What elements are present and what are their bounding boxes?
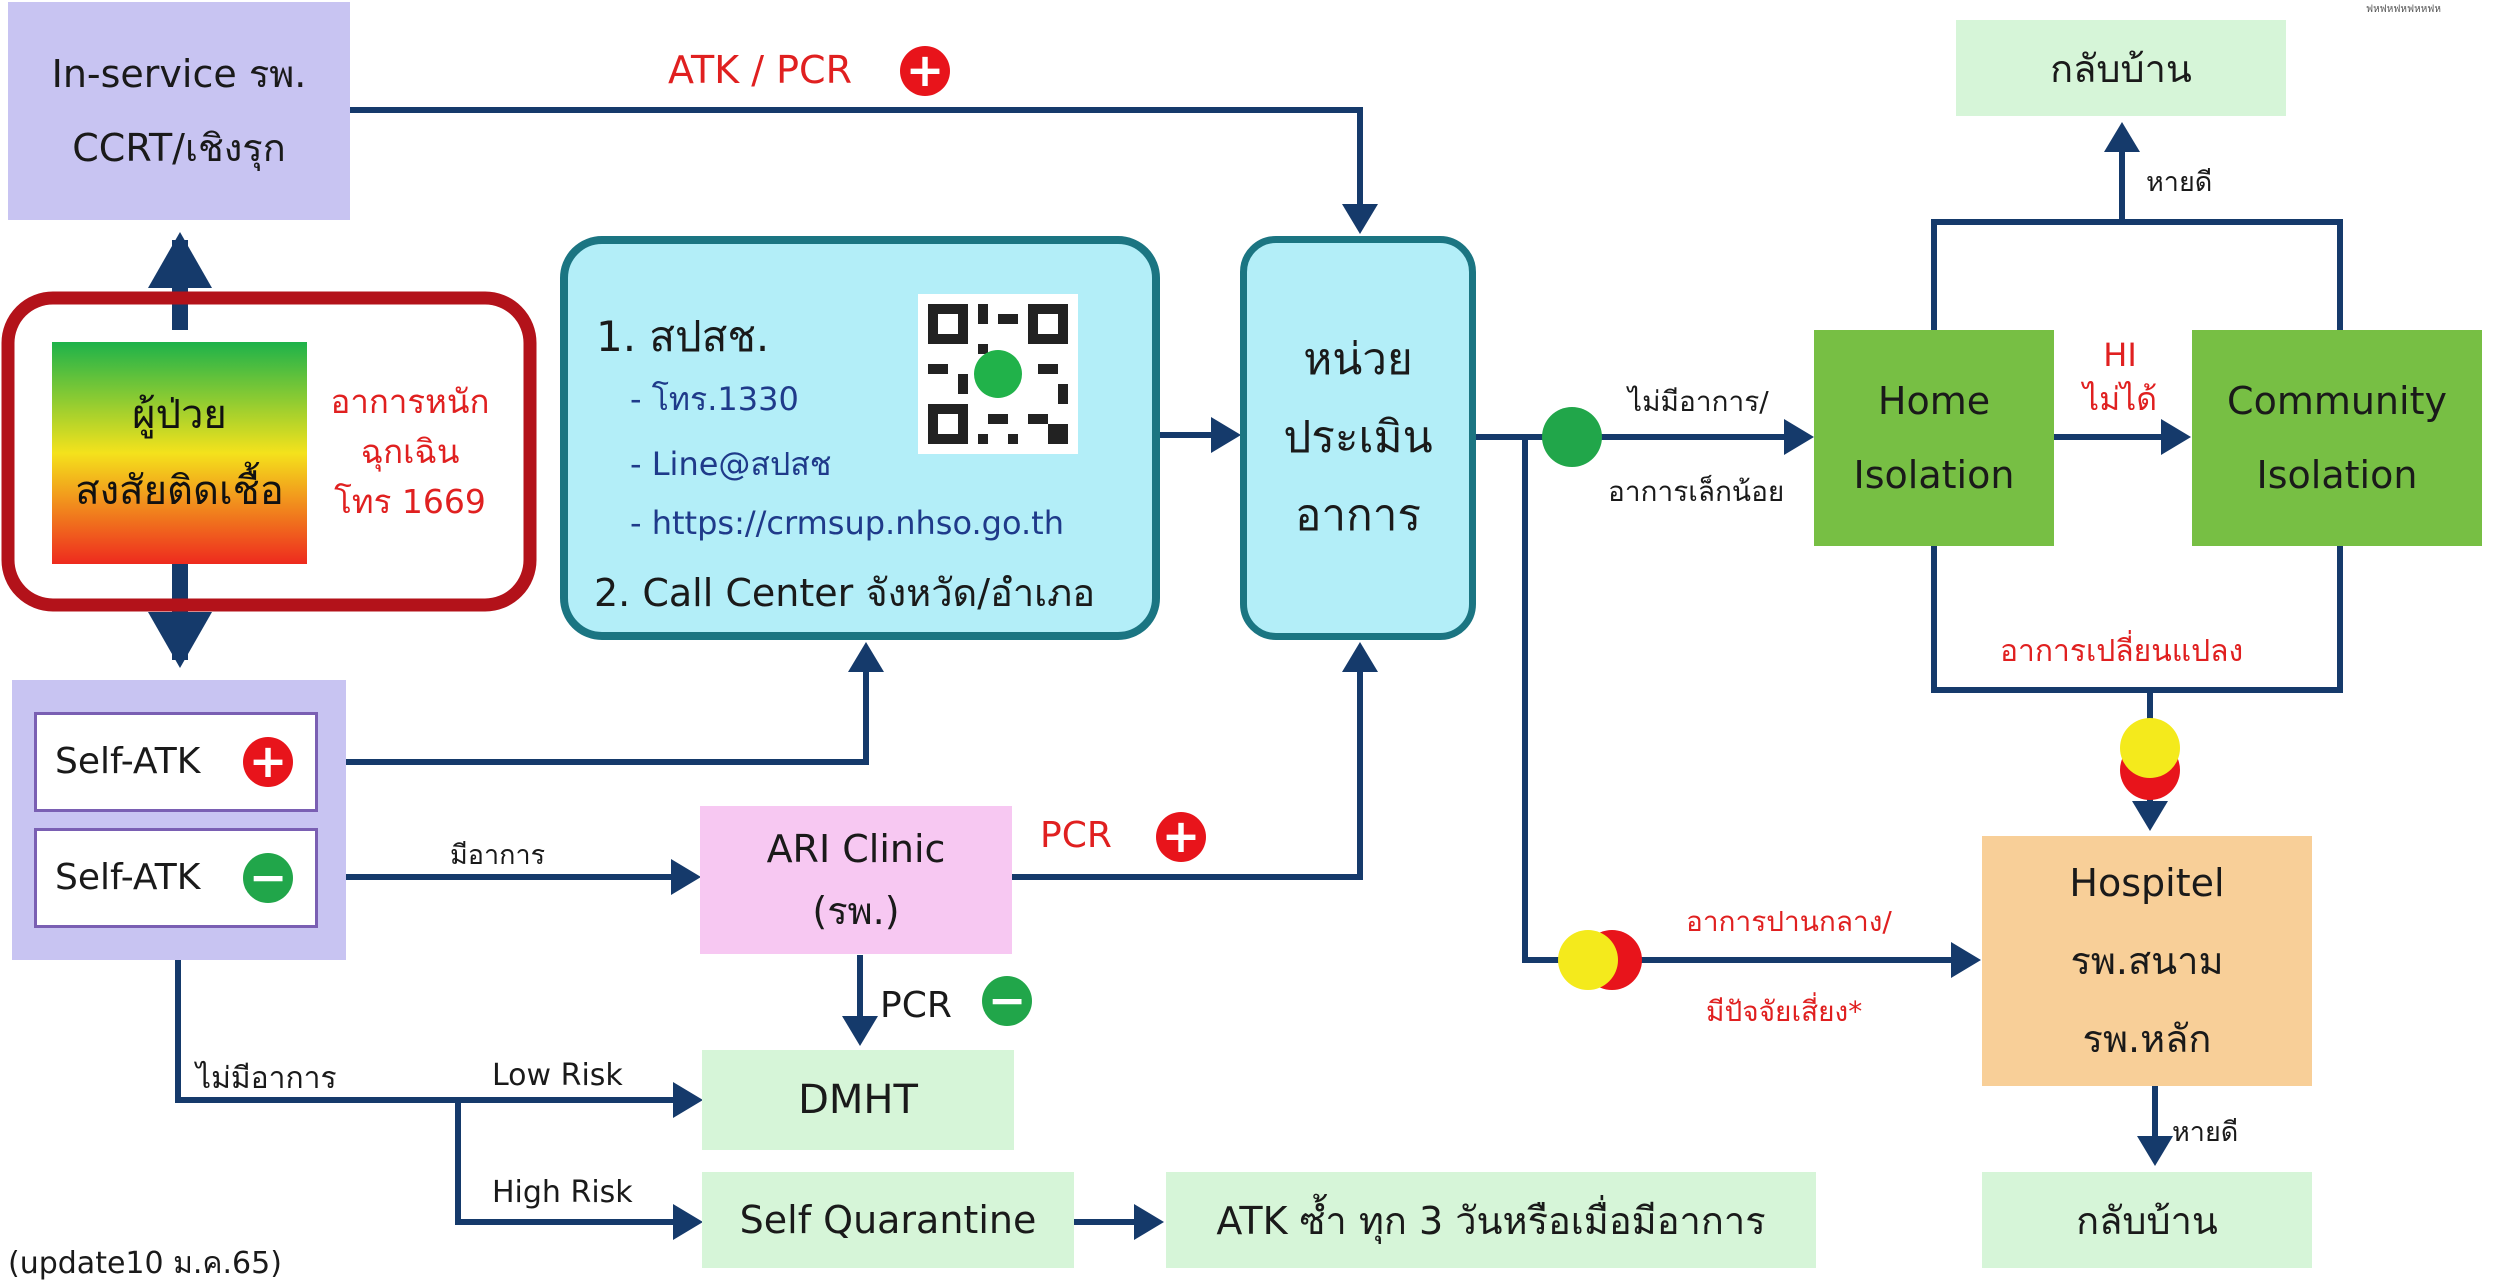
self-atk-negative-label: Self-ATK	[55, 857, 201, 898]
emergency-text: อาการหนัก ฉุกเฉิน โทร 1669	[315, 372, 505, 532]
assess-line2: ประเมิน	[1283, 412, 1433, 463]
ari-clinic-line2: (รพ.)	[812, 889, 900, 933]
low-risk-label: Low Risk	[492, 1058, 623, 1093]
hi-fail-line1: HI	[2103, 336, 2137, 374]
atk-repeat-box: ATK ซ้ำ ทุก 3 วันหรือเมื่อมีอาการ	[1166, 1172, 1816, 1268]
home-isolation-box: Home Isolation	[1814, 330, 2054, 546]
nhso-box: 1. สปสช. - โทร.1330 - Line@สปสช - https:…	[560, 236, 1160, 640]
hospitel-line1: Hospitel	[2069, 861, 2225, 905]
home-isolation-line2: Isolation	[1853, 453, 2015, 497]
community-isolation-line2: Isolation	[2256, 453, 2418, 497]
assess-box: หน่วย ประเมิน อาการ	[1240, 236, 1476, 640]
dmht-text: DMHT	[798, 1077, 918, 1123]
patient-gradient	[52, 342, 307, 564]
hi-fail-line2: ไม่ได้	[2082, 380, 2158, 418]
community-isolation-line1: Community	[2227, 379, 2447, 423]
pcr-positive-label: PCR	[1040, 815, 1112, 856]
recovered-bottom-label: หายดี	[2172, 1117, 2239, 1148]
patient-box: ผู้ป่วย สงสัยติดเชื้อ	[52, 342, 307, 564]
yellow-status-dot	[1558, 930, 1618, 990]
plus-icon: +	[900, 46, 950, 96]
inservice-box: In-service รพ. CCRT/เชิงรุก	[8, 2, 350, 220]
atk-repeat-text: ATK ซ้ำ ทุก 3 วันหรือเมื่อมีอาการ	[1216, 1198, 1766, 1243]
has-symptom-label: มีอาการ	[450, 840, 546, 871]
minus-icon: −	[243, 853, 293, 903]
symptom-change-label: อาการเปลี่ยนแปลง	[2000, 634, 2244, 669]
update-note: (update10 ม.ค.65)	[8, 1246, 282, 1281]
high-risk-label: High Risk	[492, 1175, 633, 1210]
patient-line2: สงสัยติดเชื้อ	[75, 468, 284, 514]
inservice-line2: CCRT/เชิงรุก	[72, 126, 286, 170]
go-home-bottom-text: กลับบ้าน	[2076, 1198, 2218, 1243]
no-symptom-label: ไม่มีอาการ	[196, 1061, 337, 1096]
logo-caption: ฟหฟหฟหฟหหฟห	[2366, 4, 2441, 15]
plus-icon: +	[1156, 812, 1206, 862]
home-isolation-line1: Home	[1877, 379, 1991, 423]
green-status-dot	[1542, 407, 1602, 467]
hospitel-line3: รพ.หลัก	[2082, 1017, 2212, 1061]
go-home-top-box: กลับบ้าน	[1956, 20, 2286, 116]
moderate-label-1: อาการปานกลาง/	[1686, 905, 1892, 938]
assess-line1: หน่วย	[1303, 334, 1413, 385]
emergency-line1: อาการหนัก	[330, 382, 490, 421]
ari-clinic-line1: ARI Clinic	[766, 827, 946, 871]
moderate-label-2: มีปัจจัยเสี่ยง*	[1706, 995, 1863, 1028]
nhso-website-link[interactable]: - https://crmsup.nhso.go.th	[630, 504, 1064, 542]
minus-icon: −	[982, 976, 1032, 1026]
community-isolation-box: Community Isolation	[2192, 330, 2482, 546]
hospitel-box: Hospitel รพ.สนาม รพ.หลัก	[1982, 836, 2312, 1086]
emergency-line2: ฉุกเฉิน	[360, 432, 460, 471]
patient-line1: ผู้ป่วย	[132, 392, 227, 438]
go-home-bottom-box: กลับบ้าน	[1982, 1172, 2312, 1268]
nhso-line[interactable]: - Line@สปสช	[630, 445, 832, 483]
emergency-frame	[1, 291, 537, 612]
self-atk-positive-box: Self-ATK +	[34, 712, 318, 812]
ari-clinic-box: ARI Clinic (รพ.)	[700, 806, 1012, 954]
self-atk-negative-box: Self-ATK −	[34, 828, 318, 928]
hi-fail-label: HI ไม่ได้	[2070, 330, 2170, 424]
recovered-top-label: หายดี	[2146, 167, 2213, 198]
plus-icon: +	[243, 737, 293, 787]
call-center: 2. Call Center จังหวัด/อำเภอ	[594, 571, 1096, 615]
emergency-line3: โทร 1669	[334, 482, 486, 521]
nhso-title: 1. สปสช.	[596, 312, 770, 361]
self-atk-positive-label: Self-ATK	[55, 741, 201, 782]
no-symptom-label-1: ไม่มีอาการ/	[1628, 385, 1769, 418]
assess-line3: อาการ	[1294, 490, 1422, 541]
go-home-top-text: กลับบ้าน	[2050, 46, 2192, 91]
self-quarantine-box: Self Quarantine	[702, 1172, 1074, 1268]
pcr-negative-label: PCR	[880, 985, 952, 1026]
self-quarantine-text: Self Quarantine	[739, 1198, 1037, 1242]
inservice-line1: In-service รพ.	[51, 52, 307, 96]
atk-pcr-label: ATK / PCR	[668, 48, 852, 92]
hospitel-line2: รพ.สนาม	[2070, 939, 2224, 983]
no-symptom-label-2: อาการเล็กน้อย	[1608, 475, 1785, 508]
qr-code-icon	[918, 294, 1078, 454]
dmht-box: DMHT	[702, 1050, 1014, 1150]
hospitel-yellow-dot	[2120, 718, 2180, 778]
nhso-phone[interactable]: - โทร.1330	[630, 380, 799, 418]
